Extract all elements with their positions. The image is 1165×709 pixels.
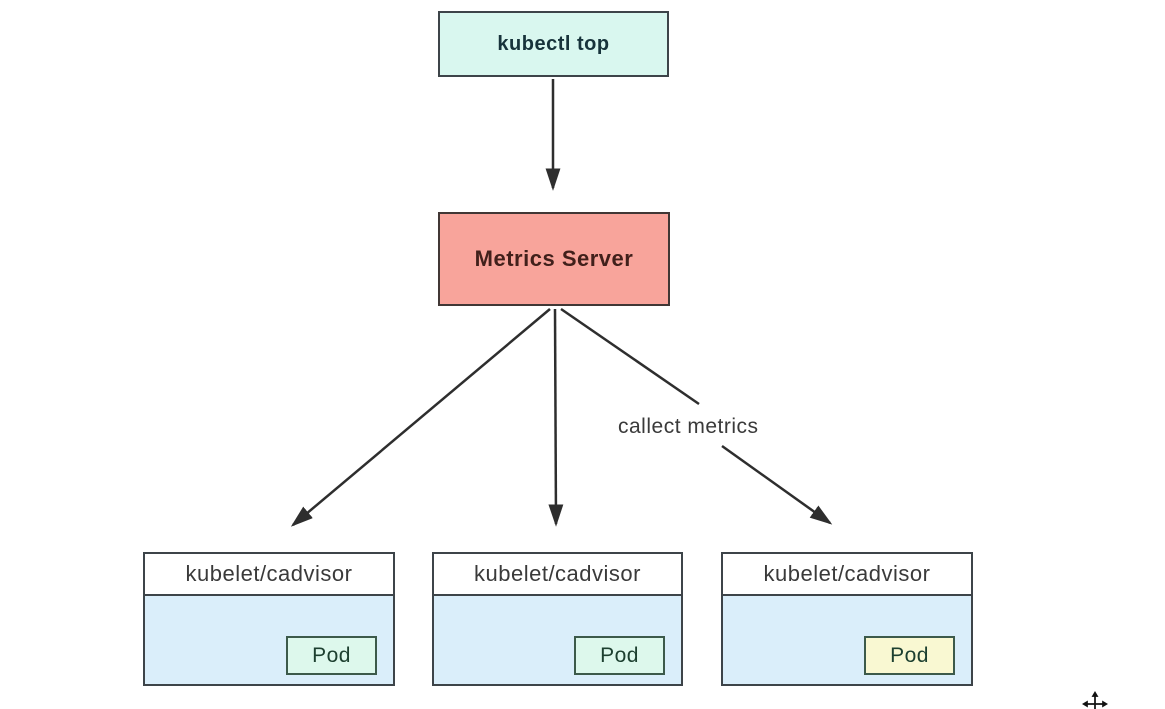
node-kubectl-top-label: kubectl top <box>497 32 610 55</box>
kubelet-body: Pod <box>145 596 393 684</box>
pod-label: Pod <box>600 643 639 667</box>
pod-node: Pod <box>864 636 955 675</box>
node-kubelet-cadvisor-2: kubelet/cadvisor Pod <box>432 552 683 686</box>
kubelet-body: Pod <box>723 596 971 684</box>
arrow-metrics-to-kubelet-2 <box>548 308 564 527</box>
arrow-metrics-to-kubelet-1 <box>290 308 551 527</box>
node-kubectl-top: kubectl top <box>438 11 669 77</box>
pod-node: Pod <box>574 636 665 675</box>
arrow-metrics-to-kubelet-3-upper-segment <box>560 307 700 406</box>
move-cursor-icon <box>1082 691 1108 709</box>
pod-label: Pod <box>312 643 351 667</box>
kubelet-body: Pod <box>434 596 681 684</box>
kubelet-header-label: kubelet/cadvisor <box>723 554 971 596</box>
edge-label-collect-metrics: callect metrics <box>618 415 759 438</box>
kubelet-header-label: kubelet/cadvisor <box>434 554 681 596</box>
pod-label: Pod <box>890 643 929 667</box>
node-metrics-server: Metrics Server <box>438 212 670 306</box>
pod-node: Pod <box>286 636 377 675</box>
node-kubelet-cadvisor-3: kubelet/cadvisor Pod <box>721 552 973 686</box>
arrow-metrics-to-kubelet-3-lower-segment <box>721 444 833 525</box>
node-metrics-server-label: Metrics Server <box>474 246 634 271</box>
kubelet-header-label: kubelet/cadvisor <box>145 554 393 596</box>
node-kubelet-cadvisor-1: kubelet/cadvisor Pod <box>143 552 395 686</box>
